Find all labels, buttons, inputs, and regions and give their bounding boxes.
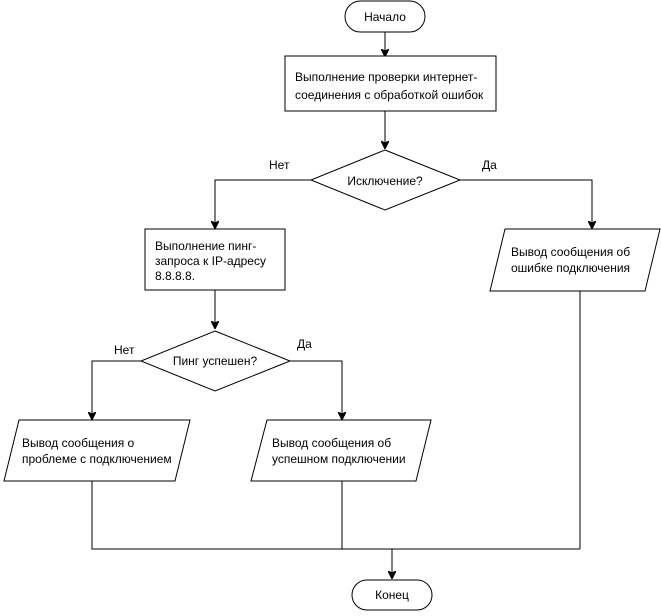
edge-problem-to-merge — [91, 481, 580, 550]
edge-exception-yes-to-error — [460, 179, 592, 228]
error-output-node: Вывод сообщения об ошибке подключения — [489, 228, 661, 292]
success-output-line-1: Вывод сообщения об — [272, 436, 391, 450]
check-process-line-2: соединения с обработкой ошибок — [295, 88, 484, 102]
end-label: Конец — [375, 588, 409, 602]
ping-no-label: Нет — [114, 343, 135, 357]
exception-yes-label: Да — [482, 158, 497, 172]
success-output-node: Вывод сообщения об успешном подключении — [250, 419, 432, 482]
check-process-node: Выполнение проверки интернет- соединения… — [284, 55, 497, 112]
exception-decision-label: Исключение? — [347, 174, 423, 188]
check-process-line-1: Выполнение проверки интернет- — [295, 70, 477, 84]
problem-output-line-2: проблеме с подключением — [22, 452, 172, 466]
edge-ping-yes-to-success — [290, 360, 342, 419]
ping-process-line-3: 8.8.8.8. — [155, 269, 195, 283]
ping-process-line-1: Выполнение пинг- — [155, 239, 256, 253]
start-label: Начало — [364, 10, 406, 24]
ping-yes-label: Да — [297, 337, 312, 351]
error-output-line-1: Вывод сообщения об — [511, 245, 630, 259]
ping-decision-label: Пинг успешен? — [173, 354, 258, 368]
start-node: Начало — [344, 0, 426, 33]
ping-decision-node: Пинг успешен? — [139, 330, 292, 392]
edge-exception-no-to-ping — [215, 179, 311, 228]
exception-no-label: Нет — [269, 158, 290, 172]
edge-ping-no-to-problem — [92, 360, 141, 419]
ping-process-node: Выполнение пинг- запроса к IP-адресу 8.8… — [144, 228, 286, 291]
problem-output-line-1: Вывод сообщения о — [22, 436, 135, 450]
error-output-line-2: ошибке подключения — [511, 261, 630, 275]
success-output-line-2: успешном подключении — [272, 452, 406, 466]
ping-process-line-2: запроса к IP-адресу — [155, 254, 266, 268]
exception-decision-node: Исключение? — [309, 149, 462, 211]
problem-output-node: Вывод сообщения о проблеме с подключение… — [3, 419, 191, 482]
end-node: Конец — [351, 579, 433, 611]
